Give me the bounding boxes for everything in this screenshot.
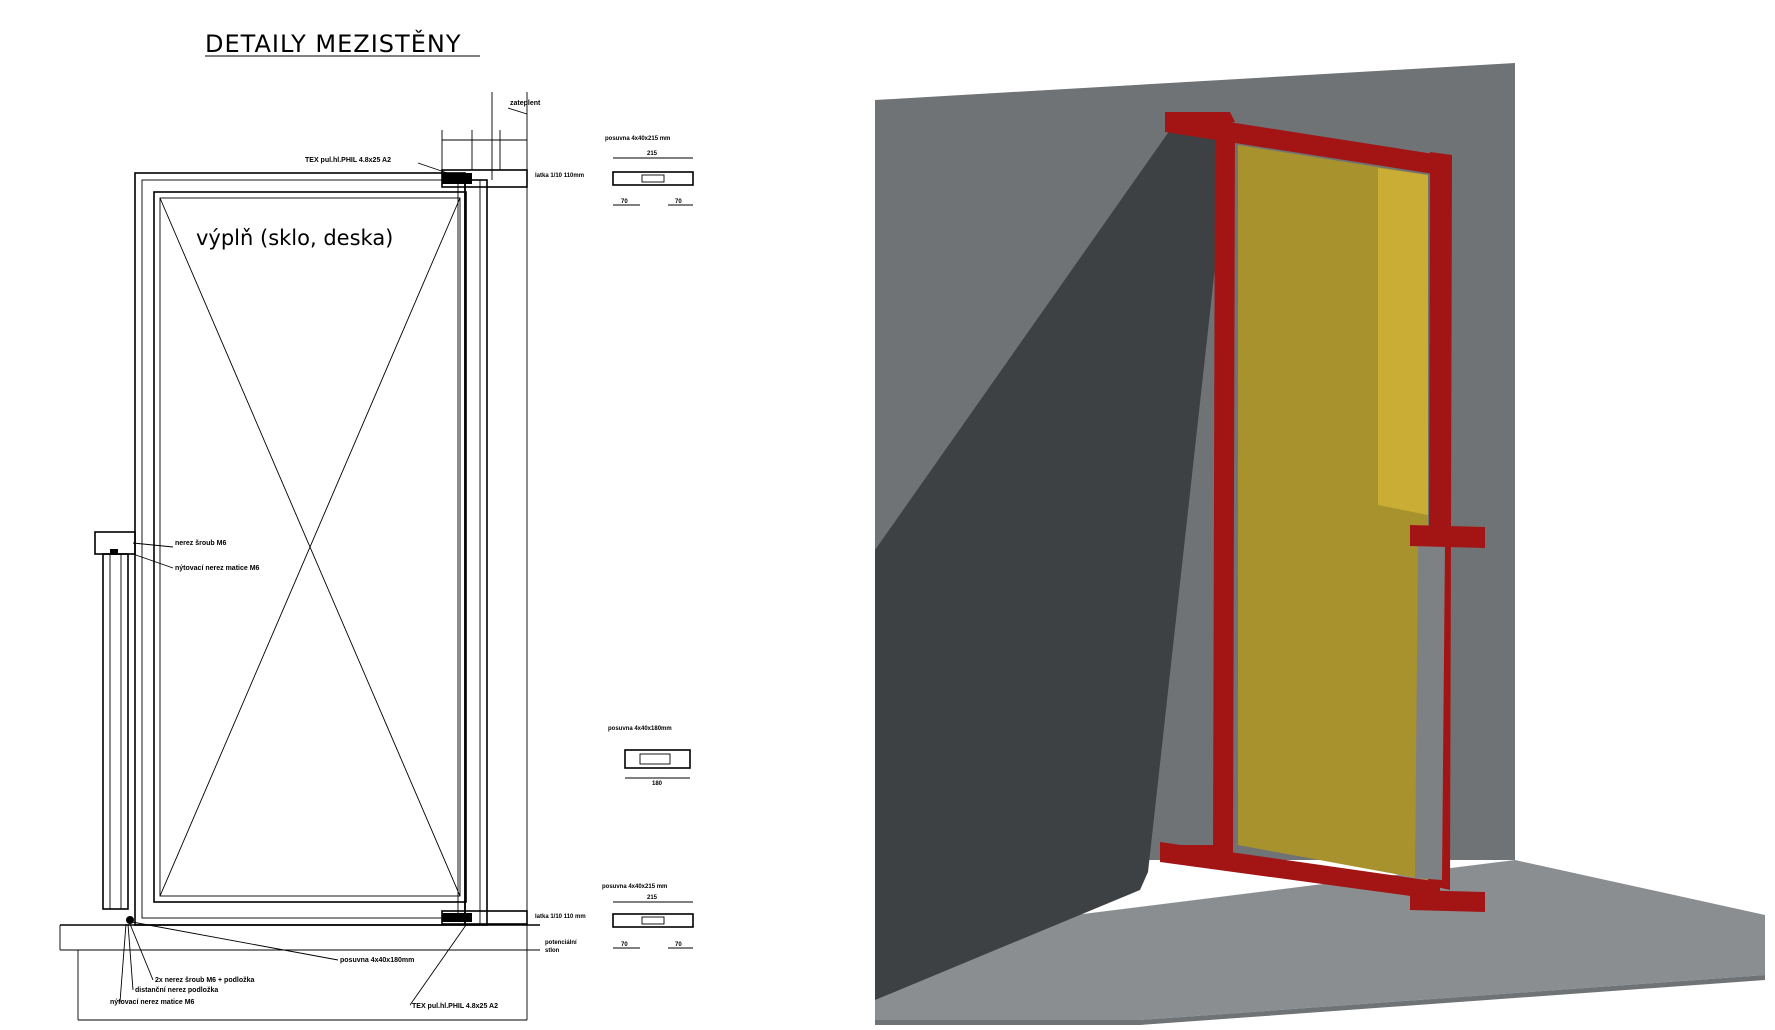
label-latka-top: latka 1/10 110mm — [535, 173, 584, 179]
render-floor — [875, 860, 1765, 1020]
render-3d — [875, 63, 1765, 1025]
detail-bottom: posuvna 4x40x215 mm 215 70 70 — [602, 884, 694, 949]
label-posuvna-bottom: posuvna 4x40x180mm — [340, 957, 414, 964]
detail-top: posuvna 4x40x215 mm 215 70 70 — [605, 136, 694, 206]
label-zateplent: zateplent — [510, 100, 541, 107]
detail-middle-total: 180 — [652, 781, 663, 787]
leader-sroub-podlozka — [129, 923, 154, 981]
detail-bottom-left: 70 — [621, 942, 628, 948]
leader-posuvna-bottom — [131, 921, 339, 961]
right-post — [464, 179, 488, 926]
left-post — [102, 553, 129, 910]
detail-bottom-title: posuvna 4x40x215 mm — [602, 884, 667, 890]
render-frame-top — [1165, 112, 1440, 175]
detail-bottom-plate — [612, 913, 694, 928]
detail-top-right: 70 — [675, 199, 682, 205]
label-rivetovaci-bottom: nýtovací nerez matice M6 — [110, 999, 195, 1006]
render-bracket-bottom — [1160, 845, 1228, 860]
panel-diagonal-2 — [159, 197, 461, 897]
detail-top-plate — [612, 171, 694, 186]
render-shadow — [875, 130, 1230, 1000]
label-tex-bottom: TEX pul.hl.PHIL 4.8x25 A2 — [412, 1003, 498, 1010]
label-tex-top: TEX pul.hl.PHIL 4.8x25 A2 — [305, 157, 391, 164]
left-hinge-dot — [110, 549, 118, 555]
render-frame-bottom — [1160, 842, 1440, 900]
top-bracket-fill — [442, 173, 472, 184]
detail-middle: posuvna 4x40x180mm 180 — [608, 726, 691, 787]
fill-panel-inner — [159, 197, 461, 897]
detail-top-left: 70 — [621, 199, 628, 205]
drawing-title: DETAILY MEZISTĚNY — [205, 29, 461, 58]
label-podlaha-1: potenciální — [545, 940, 577, 946]
bottom-bolt — [126, 916, 134, 924]
leader-rivetovaci-bottom — [119, 923, 127, 1003]
leader-nerez-sroub — [132, 542, 174, 548]
render-side-bracket-bottom — [1410, 890, 1485, 912]
label-rivetovaci-top: nýtovací nerez matice M6 — [175, 565, 260, 572]
detail-top-total: 215 — [647, 151, 658, 157]
label-nerez-sroub: nerez šroub M6 — [175, 540, 226, 547]
detail-top-slot — [641, 174, 665, 183]
render-bracket-top — [1165, 112, 1235, 128]
detail-bottom-right: 70 — [675, 942, 682, 948]
label-latka-bottom: latka 1/10 110 mm — [535, 914, 586, 920]
technical-drawing: DETAILY MEZISTĚNY výplň (sklo, deska) za… — [59, 29, 694, 1021]
frame-outer-inner — [141, 179, 459, 919]
render-side-bracket-top — [1410, 525, 1485, 548]
detail-bottom-slot — [641, 916, 665, 925]
detail-middle-plate — [624, 749, 691, 769]
detail-bottom-total: 215 — [647, 895, 658, 901]
render-frame-left — [1213, 125, 1235, 860]
frame-outer — [134, 172, 466, 926]
label-sroub-podlozka: 2x nerez šroub M6 + podložka — [155, 977, 254, 984]
detail-top-title: posuvna 4x40x215 mm — [605, 136, 670, 142]
leader-zateplent — [507, 107, 528, 115]
fill-label: výplň (sklo, deska) — [196, 226, 393, 250]
label-podlaha-2: stlon — [545, 948, 560, 954]
leader-tex-top — [417, 162, 463, 179]
leader-distancni — [127, 923, 134, 991]
label-distancni: distanční nerez podložka — [135, 987, 218, 994]
render-floor-edge — [875, 975, 1765, 1025]
render-panel-highlight — [1378, 168, 1428, 515]
leader-rivetovaci-top — [132, 553, 174, 569]
leader-tex-bottom — [409, 924, 467, 1006]
bottom-bracket-fill — [442, 913, 472, 922]
detail-middle-title: posuvna 4x40x180mm — [608, 726, 672, 732]
render-side-post — [1415, 540, 1445, 880]
detail-middle-slot — [639, 753, 671, 765]
fill-panel-outline — [153, 191, 467, 903]
